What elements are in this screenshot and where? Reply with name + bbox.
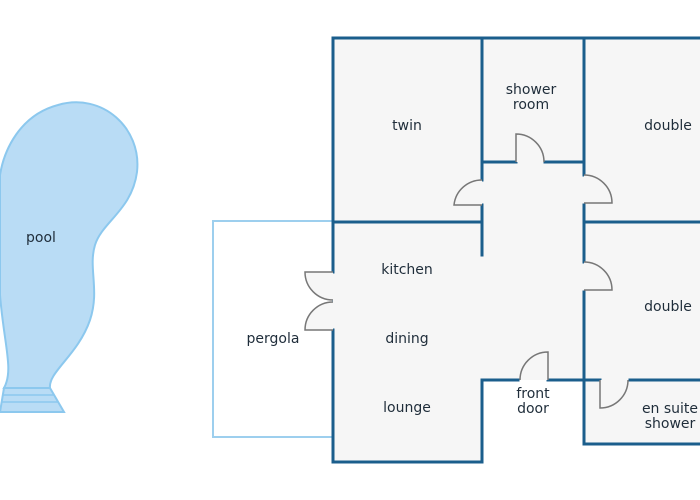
pergola-label: pergola (247, 331, 300, 347)
room-labels: pool pergola twin shower room double kit… (26, 82, 698, 432)
shower-room-label-line2: room (513, 97, 549, 113)
kitchen-dining-lounge-floor (333, 222, 482, 462)
pool (0, 101, 139, 413)
twin-room-floor (333, 38, 482, 222)
walls (331, 36, 700, 464)
ensuite-label-line1: en suite (642, 401, 698, 417)
double-top-label: double (644, 118, 692, 134)
kitchen-label: kitchen (381, 262, 433, 278)
doors (304, 133, 629, 409)
ensuite-label-line2: shower (645, 416, 696, 432)
lounge-label: lounge (383, 400, 431, 416)
twin-door-icon (453, 179, 483, 206)
pool-steps (0, 387, 66, 413)
front-door-icon (519, 351, 549, 381)
pool-label: pool (26, 230, 56, 246)
shower-room-label-line1: shower (506, 82, 557, 98)
twin-label: twin (392, 118, 422, 134)
double-bottom-door-icon (583, 261, 613, 291)
pool-shape (0, 101, 139, 389)
dining-label: dining (385, 331, 428, 347)
ensuite-door-icon (599, 379, 629, 409)
front-door-label-line2: door (517, 401, 549, 417)
double-bottom-floor (584, 222, 700, 380)
shower-door-icon (515, 133, 545, 163)
front-door-label-line1: front (516, 386, 550, 402)
double-bottom-label: double (644, 299, 692, 315)
pergola-door-icon (304, 301, 334, 331)
pergola-door-icon (304, 271, 334, 301)
double-top-door-icon (583, 174, 613, 204)
hallway-floor (482, 162, 584, 380)
